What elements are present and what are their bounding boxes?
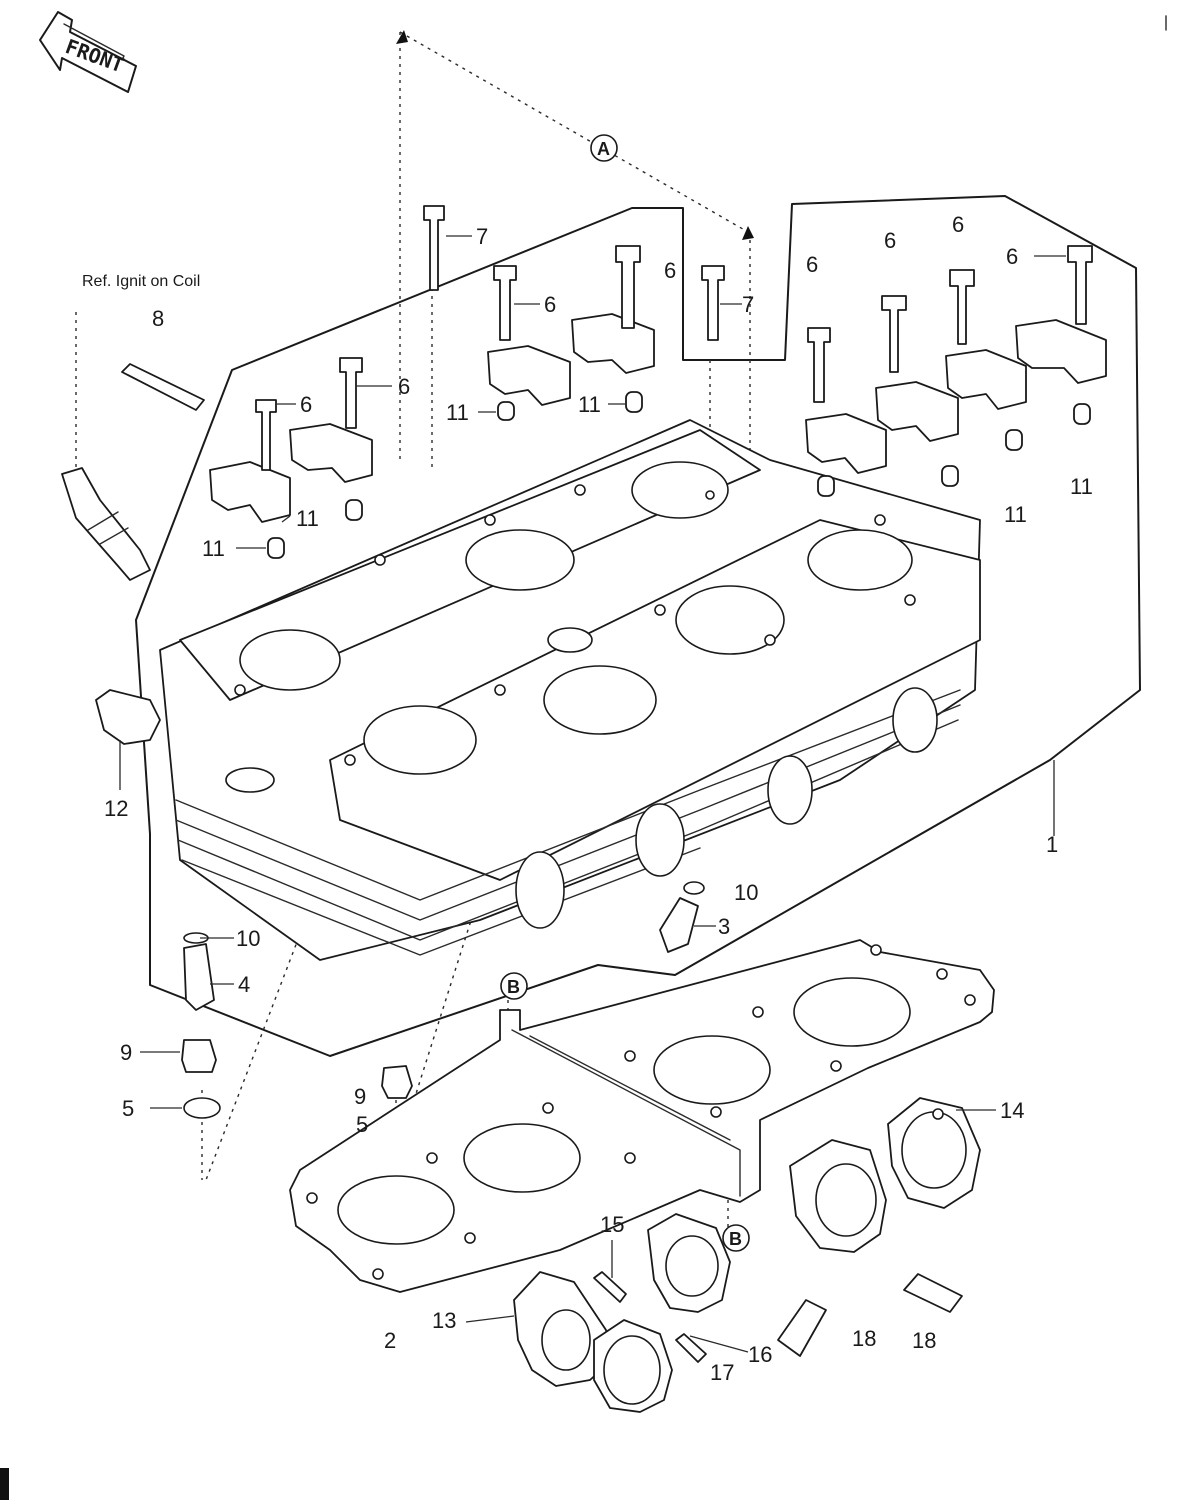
screw-17 — [675, 1333, 707, 1363]
callout-18b: 18 — [912, 1328, 936, 1353]
callout-5b: 5 — [356, 1112, 368, 1137]
callout-18a: 18 — [852, 1326, 876, 1351]
stud-8 — [121, 363, 205, 411]
callout-3: 3 — [718, 914, 730, 939]
cam-caps — [209, 313, 1107, 559]
ignition-coil-ref-note: Ref. Ignit on Coil — [82, 273, 200, 290]
callout-9a: 9 — [120, 1040, 132, 1065]
plug-18a — [777, 1299, 827, 1357]
arrow-head-a — [396, 30, 408, 44]
callout-12: 12 — [104, 796, 128, 821]
bracket-12 — [95, 689, 161, 745]
screw-15 — [593, 1271, 627, 1303]
callout-6g: 6 — [398, 374, 410, 399]
head-gasket — [289, 939, 995, 1293]
callout-6c: 6 — [806, 252, 818, 277]
leader-lines — [119, 235, 1066, 1353]
callout-11f: 11 — [1070, 474, 1093, 499]
detail-marker-b-bottom: B — [722, 1224, 750, 1252]
callout-6a: 6 — [544, 292, 556, 317]
intake-holders — [513, 1097, 981, 1413]
callout-10a: 10 — [236, 926, 260, 951]
callout-6b: 6 — [664, 258, 676, 283]
bolt-9-left — [181, 1039, 217, 1073]
callout-17: 17 — [710, 1360, 734, 1385]
callout-6d: 6 — [884, 228, 896, 253]
cylinder-head — [159, 419, 981, 961]
callout-2: 2 — [384, 1328, 396, 1353]
callout-15: 15 — [600, 1212, 624, 1237]
svg-text:B: B — [729, 1229, 742, 1249]
callout-11b: 11 — [578, 392, 601, 417]
plug-18b — [903, 1273, 963, 1313]
callout-16: 16 — [748, 1342, 772, 1367]
detail-marker-b-top: B — [500, 972, 528, 1000]
callout-13: 13 — [432, 1308, 456, 1333]
callout-1: 1 — [1046, 832, 1058, 857]
edge-bar — [0, 1468, 9, 1500]
callout-7b: 7 — [742, 292, 754, 317]
callout-9b: 9 — [354, 1084, 366, 1109]
callout-10b: 10 — [734, 880, 758, 905]
bolt-9-right — [381, 1065, 413, 1099]
callout-6e: 6 — [952, 212, 964, 237]
callout-8: 8 — [152, 306, 164, 331]
svg-text:B: B — [507, 977, 520, 997]
callout-11e: 11 — [1004, 502, 1027, 527]
callout-5a: 5 — [122, 1096, 134, 1121]
callout-6h: 6 — [300, 392, 312, 417]
callout-11d: 11 — [202, 536, 225, 561]
svg-text:A: A — [597, 139, 610, 159]
sleeve-3 — [659, 897, 699, 953]
arrow-head-a2 — [742, 226, 754, 240]
washer-5-left — [183, 1097, 221, 1119]
callout-7a: 7 — [476, 224, 488, 249]
callout-11a: 11 — [446, 400, 469, 425]
front-direction-badge: FRONT — [39, 11, 137, 93]
callout-11c: 11 — [296, 506, 319, 531]
head-assembly-outline — [135, 195, 1141, 1057]
o-ring-10b — [683, 881, 705, 895]
cam-cap-bolts — [255, 205, 1093, 471]
callout-6f: 6 — [1006, 244, 1018, 269]
spark-plug — [61, 467, 151, 581]
guide-a-top — [399, 31, 749, 233]
callout-14: 14 — [1000, 1098, 1024, 1123]
sleeve-4 — [183, 943, 215, 1011]
callout-4: 4 — [238, 972, 250, 997]
detail-marker-a: A — [590, 134, 618, 162]
part-callouts: 1 2 3 4 5 5 7 7 6 6 6 6 6 6 6 6 8 9 9 10… — [104, 212, 1093, 1385]
